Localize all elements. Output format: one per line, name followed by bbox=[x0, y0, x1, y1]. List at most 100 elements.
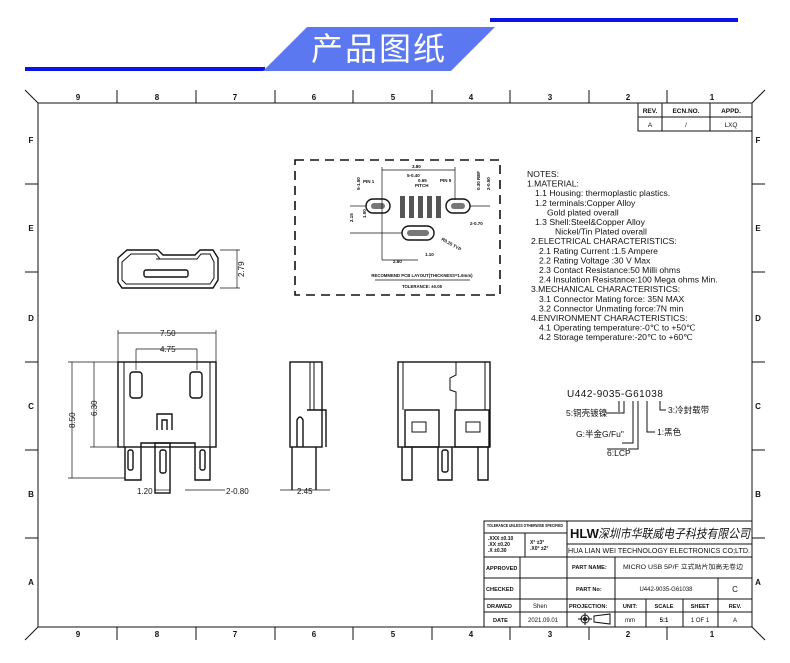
note-line: 2.1 Rating Current :1.5 Ampere bbox=[539, 246, 658, 256]
dim-110: 1.10 bbox=[425, 252, 434, 257]
row-labels-left: F E D C B A bbox=[28, 136, 34, 587]
column-label: 2 bbox=[626, 93, 631, 102]
column-label: 1 bbox=[710, 630, 715, 639]
rev-label: REV. bbox=[729, 604, 742, 610]
note-line: 4.1 Operating temperature:-0℃ to +50℃ bbox=[539, 323, 696, 333]
dim-2-070: 2-0.70 bbox=[470, 221, 483, 226]
sheet-value: 1 OF 1 bbox=[691, 618, 710, 624]
part-code-breakdown: U442-9035-G61038 5:铜壳镀镍 G:半金G/Fu" 6:LCP … bbox=[566, 389, 710, 458]
dim-pin-width: 1.20 bbox=[137, 487, 153, 496]
drawed-value: Shen bbox=[533, 604, 547, 610]
date-value: 2021.09.01 bbox=[528, 618, 559, 624]
note-line: Nickel/Tin Plated overall bbox=[555, 227, 647, 237]
unit-label: UNIT: bbox=[623, 604, 637, 610]
pad-right bbox=[445, 198, 471, 214]
note-line: 3.1 Connector Mating force: 35N MAX bbox=[539, 294, 684, 304]
dim-ref: 0.30 REF bbox=[476, 171, 481, 190]
ecn-value: / bbox=[685, 122, 687, 129]
part-code-number: U442-9035-G61038 bbox=[567, 389, 663, 400]
part-name-value: MICRO USB 5P/F 立式贴片加高无卷边 bbox=[623, 563, 744, 571]
column-label: 8 bbox=[155, 630, 160, 639]
dim-radius: R0.25 TYP bbox=[441, 237, 463, 252]
note-line: 2.4 Insulation Resistance:100 Mega ohms … bbox=[539, 275, 718, 285]
signal-pads bbox=[400, 196, 441, 218]
header-line-right bbox=[490, 18, 738, 22]
dim-260: 2.60 bbox=[393, 259, 402, 264]
dim-pad-width: 5-0.40 bbox=[407, 173, 420, 178]
column-label: 3 bbox=[548, 630, 553, 639]
column-label: 5 bbox=[391, 93, 396, 102]
rev-header: REV. bbox=[643, 108, 658, 115]
dim-pitch: 0.65 bbox=[418, 178, 427, 183]
tolerance-angle-2: .X0° ±2° bbox=[530, 546, 548, 552]
note-line: 2.ELECTRICAL CHARACTERISTICS: bbox=[531, 236, 677, 246]
scale-label: SCALE bbox=[655, 604, 674, 610]
title-block: TOLERANCE UNLESS OTHERWISE SPECIFIED .XX… bbox=[483, 520, 753, 628]
approved-label: APPROVED bbox=[486, 566, 517, 572]
tolerance-x: .X ±0.30 bbox=[488, 548, 507, 554]
revision-table: REV. ECN.NO. APPD. A / LXQ bbox=[637, 102, 753, 132]
notes-block: NOTES:1.MATERIAL:1.1 Housing: thermoplas… bbox=[527, 169, 718, 342]
dim-width-overall: 7.50 bbox=[160, 329, 176, 338]
pcb-caption: RECOMMEND PCB LAYOUT(THICKNESS=1.6mm) bbox=[371, 273, 473, 278]
appd-header: APPD. bbox=[721, 108, 741, 115]
scale-value: 5:1 bbox=[660, 618, 669, 624]
unit-value: mm bbox=[625, 618, 635, 624]
drawed-label: DRAWED bbox=[487, 604, 512, 610]
column-label: 5 bbox=[391, 630, 396, 639]
page-title: 产品图纸 bbox=[310, 30, 447, 68]
row-label: B bbox=[28, 490, 34, 499]
label-pin1: PIN 1 bbox=[363, 179, 375, 184]
callout-shell: 5:铜壳镀镍 bbox=[566, 408, 608, 418]
note-line: 4.2 Storage temperature:-20℃ to +60℃ bbox=[539, 332, 693, 342]
column-label: 7 bbox=[233, 630, 238, 639]
column-label: 6 bbox=[312, 93, 317, 102]
sheet-label: SHEET bbox=[691, 604, 710, 610]
callout-packaging: 3:冷封载带 bbox=[668, 405, 710, 415]
pad-bottom bbox=[401, 225, 435, 241]
projection-label: PROJECTION: bbox=[569, 604, 607, 610]
date-label: DATE bbox=[493, 618, 508, 624]
column-label: 9 bbox=[76, 630, 81, 639]
row-label: A bbox=[755, 578, 761, 587]
row-label: D bbox=[755, 314, 761, 323]
company-logo: HLW bbox=[570, 526, 600, 541]
header-line-left bbox=[25, 67, 265, 71]
tolerance-xx: .XX ±0.20 bbox=[488, 542, 510, 548]
pcb-layout-view: 3.80 5-0.40 0.65 PITCH PIN 1 PIN 5 0.30 … bbox=[294, 159, 501, 296]
rev-value-block: A bbox=[733, 618, 737, 624]
dim-peg-width: 2-0.80 bbox=[226, 487, 249, 496]
column-label: 1 bbox=[710, 93, 715, 102]
column-label: 2 bbox=[626, 630, 631, 639]
dim-5-150: 5-1.50 bbox=[356, 177, 361, 190]
column-label: 7 bbox=[233, 93, 238, 102]
note-line: 1.1 Housing: thermoplastic plastics. bbox=[535, 188, 670, 198]
pcb-tolerance: TOLERANCE: ±0.05 bbox=[402, 284, 443, 289]
appd-value: LXQ bbox=[724, 122, 737, 129]
row-label: C bbox=[28, 402, 34, 411]
column-label: 4 bbox=[469, 630, 474, 639]
dim-peg-spacing: 4.75 bbox=[160, 345, 176, 354]
company-name-cn: 深圳市华联威电子科技有限公司 bbox=[598, 527, 751, 541]
row-label: E bbox=[28, 224, 34, 233]
front-view: 7.50 4.75 8.50 6.30 1.20 2-0.80 bbox=[68, 329, 249, 496]
row-label: F bbox=[29, 136, 34, 145]
part-no-label: PART No: bbox=[576, 587, 602, 593]
row-label: D bbox=[28, 314, 34, 323]
side-view: 2.45 bbox=[280, 361, 330, 496]
callout-plating: G:半金G/Fu" bbox=[576, 429, 624, 439]
note-line: NOTES: bbox=[527, 169, 559, 179]
dim-height-overall: 8.50 bbox=[68, 412, 77, 428]
tolerance-xxx: .XXX ±0.10 bbox=[488, 536, 513, 542]
column-label: 9 bbox=[76, 93, 81, 102]
dim-215: 2.15 bbox=[349, 213, 354, 222]
column-label: 6 bbox=[312, 630, 317, 639]
callout-material: 6:LCP bbox=[607, 448, 631, 458]
column-label: 4 bbox=[469, 93, 474, 102]
row-label: A bbox=[28, 578, 34, 587]
note-line: 2.3 Contact Resistance:50 Milli ohms bbox=[539, 265, 680, 275]
drawing-frame bbox=[24, 89, 766, 641]
projection-symbol-icon bbox=[578, 613, 611, 625]
